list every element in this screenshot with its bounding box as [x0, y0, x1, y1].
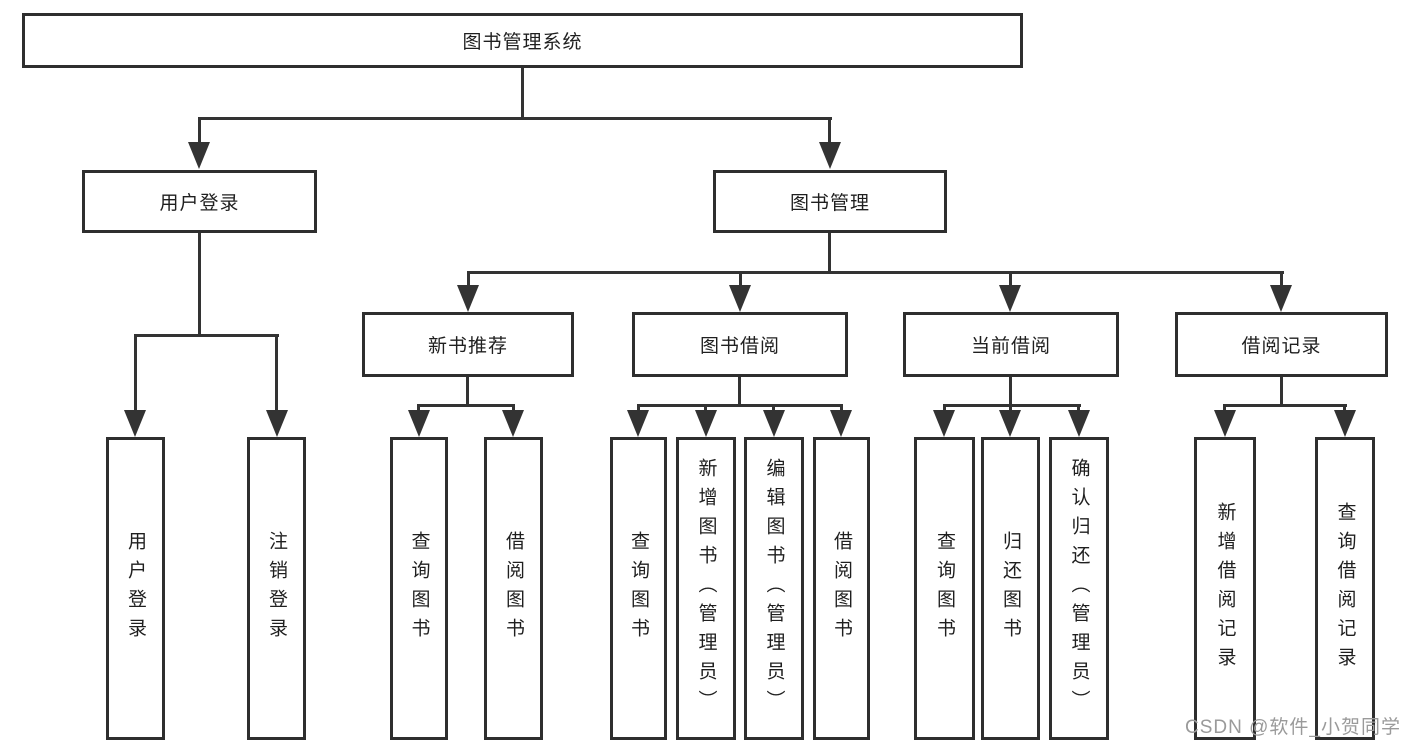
connector-vline	[637, 406, 640, 412]
leaf-logout: 注销登录	[247, 437, 306, 740]
connector-hline	[1223, 404, 1347, 407]
node-label: 编辑图书（管理员）	[763, 458, 785, 719]
arrow-down	[830, 410, 852, 437]
arrow-down	[266, 410, 288, 437]
leaf-user-login: 用户登录	[106, 437, 165, 740]
connector-vline	[772, 406, 775, 412]
connector-vline	[1009, 377, 1012, 406]
node-label: 查询图书	[408, 530, 430, 647]
node-label: 借阅图书	[503, 530, 524, 647]
node-label: 借阅图书	[831, 530, 852, 647]
connector-vline	[828, 233, 831, 273]
arrow-down	[999, 410, 1021, 437]
connector-vline	[739, 273, 742, 286]
connector-vline	[1009, 406, 1012, 412]
node-label: 新增图书（管理员）	[695, 458, 717, 719]
arrow-down	[408, 410, 430, 437]
leaf-query-borrow-record: 查询借阅记录	[1315, 437, 1375, 740]
leaf-query-books-recommend: 查询图书	[390, 437, 448, 740]
node-label: 确认归还（管理员）	[1068, 458, 1090, 719]
connector-hline	[637, 404, 843, 407]
connector-vline	[704, 406, 707, 412]
node-label: 当前借阅	[970, 336, 1051, 357]
leaf-confirm-return-admin: 确认归还（管理员）	[1049, 437, 1109, 740]
arrow-down	[457, 285, 479, 312]
watermark: CSDN @软件_小贺同学	[1185, 717, 1401, 738]
connector-vline	[512, 406, 515, 412]
connector-hline	[198, 117, 832, 120]
connector-vline	[1009, 273, 1012, 286]
arrow-down	[999, 285, 1021, 312]
node-label: 图书管理	[789, 193, 870, 214]
arrow-down	[819, 142, 841, 169]
arrow-down	[1334, 410, 1356, 437]
leaf-edit-book-admin: 编辑图书（管理员）	[744, 437, 804, 740]
connector-vline	[840, 406, 843, 412]
connector-hline	[134, 334, 279, 337]
node-label: 查询图书	[628, 530, 649, 647]
connector-vline	[1280, 377, 1283, 406]
connector-vline	[134, 336, 137, 411]
node-label: 归还图书	[1000, 530, 1021, 647]
leaf-add-book-admin: 新增图书（管理员）	[676, 437, 736, 740]
connector-vline	[1223, 406, 1226, 412]
connector-vline	[466, 377, 469, 406]
leaf-borrow-books-borrowing: 借阅图书	[813, 437, 870, 740]
arrow-down	[1270, 285, 1292, 312]
arrow-down	[729, 285, 751, 312]
leaf-query-books-current: 查询图书	[914, 437, 975, 740]
node-label: 注销登录	[266, 530, 287, 647]
arrow-down	[763, 410, 785, 437]
arrow-down	[1214, 410, 1236, 437]
arrow-down	[1068, 410, 1090, 437]
connector-vline	[467, 273, 470, 286]
connector-vline	[1280, 273, 1283, 286]
leaf-return-books: 归还图书	[981, 437, 1040, 740]
connector-vline	[1343, 406, 1346, 412]
leaf-borrow-books-recommend: 借阅图书	[484, 437, 543, 740]
node-library-system: 图书管理系统	[22, 13, 1023, 68]
node-new-book-recommend: 新书推荐	[362, 312, 574, 377]
node-borrow-records: 借阅记录	[1175, 312, 1388, 377]
node-label: 查询图书	[934, 530, 955, 647]
connector-vline	[275, 336, 278, 411]
arrow-down	[502, 410, 524, 437]
arrow-down	[188, 142, 210, 169]
connector-vline	[198, 233, 201, 336]
node-label: 图书管理系统	[462, 32, 583, 53]
node-label: 用户登录	[125, 530, 146, 647]
node-label: 用户登录	[159, 193, 240, 214]
connector-vline	[417, 406, 420, 412]
connector-vline	[943, 406, 946, 412]
node-label: 新增借阅记录	[1214, 501, 1236, 676]
node-user-login: 用户登录	[82, 170, 317, 233]
node-label: 新书推荐	[427, 336, 508, 357]
arrow-down	[627, 410, 649, 437]
node-label: 图书借阅	[699, 336, 780, 357]
node-label: 查询借阅记录	[1334, 501, 1356, 676]
node-current-borrowing: 当前借阅	[903, 312, 1119, 377]
connector-vline	[738, 377, 741, 406]
arrow-down	[695, 410, 717, 437]
arrow-down	[933, 410, 955, 437]
connector-vline	[828, 119, 831, 143]
leaf-query-books-borrowing: 查询图书	[610, 437, 667, 740]
connector-vline	[1077, 406, 1080, 412]
connector-hline	[943, 404, 1081, 407]
node-label: 借阅记录	[1241, 336, 1322, 357]
connector-hline	[467, 271, 1284, 274]
arrow-down	[124, 410, 146, 437]
connector-vline	[521, 66, 524, 119]
node-book-borrowing: 图书借阅	[632, 312, 848, 377]
leaf-add-borrow-record: 新增借阅记录	[1194, 437, 1256, 740]
node-book-management: 图书管理	[713, 170, 947, 233]
connector-vline	[198, 119, 201, 143]
connector-hline	[417, 404, 515, 407]
